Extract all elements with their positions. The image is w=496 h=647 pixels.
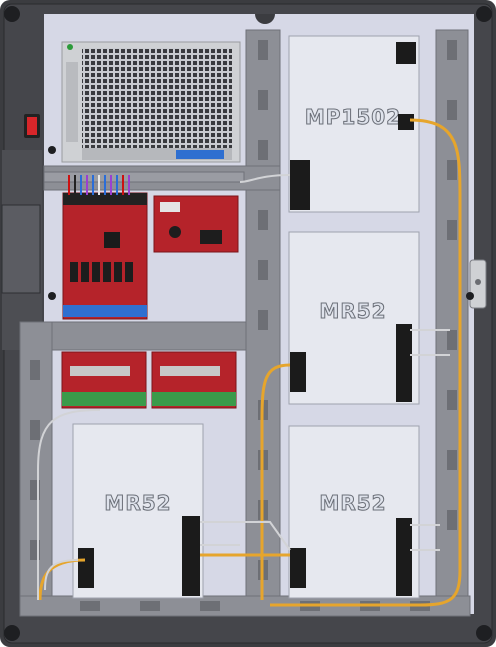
relay-board-right [151, 351, 237, 409]
orange-cable [38, 118, 462, 607]
terminal-blocks [78, 42, 416, 596]
controller-board [62, 175, 148, 320]
door-hinge [1, 150, 42, 350]
board-label-mr52-bottom-left: MR52 [104, 491, 171, 515]
mounting-hole-icon [4, 6, 492, 641]
interface-board [153, 195, 239, 253]
gray-cables [37, 174, 450, 600]
power-switch-icon[interactable] [24, 114, 40, 138]
board-panels [72, 35, 420, 599]
board-label-mr52-bottom-right: MR52 [319, 491, 386, 515]
power-supply [61, 41, 241, 163]
board-label-mr52-mid-right: MR52 [319, 299, 386, 323]
board-label-mp1502: MP1502 [305, 105, 401, 129]
tamper-switch-icon[interactable] [469, 259, 487, 309]
relay-board-left [61, 351, 147, 409]
